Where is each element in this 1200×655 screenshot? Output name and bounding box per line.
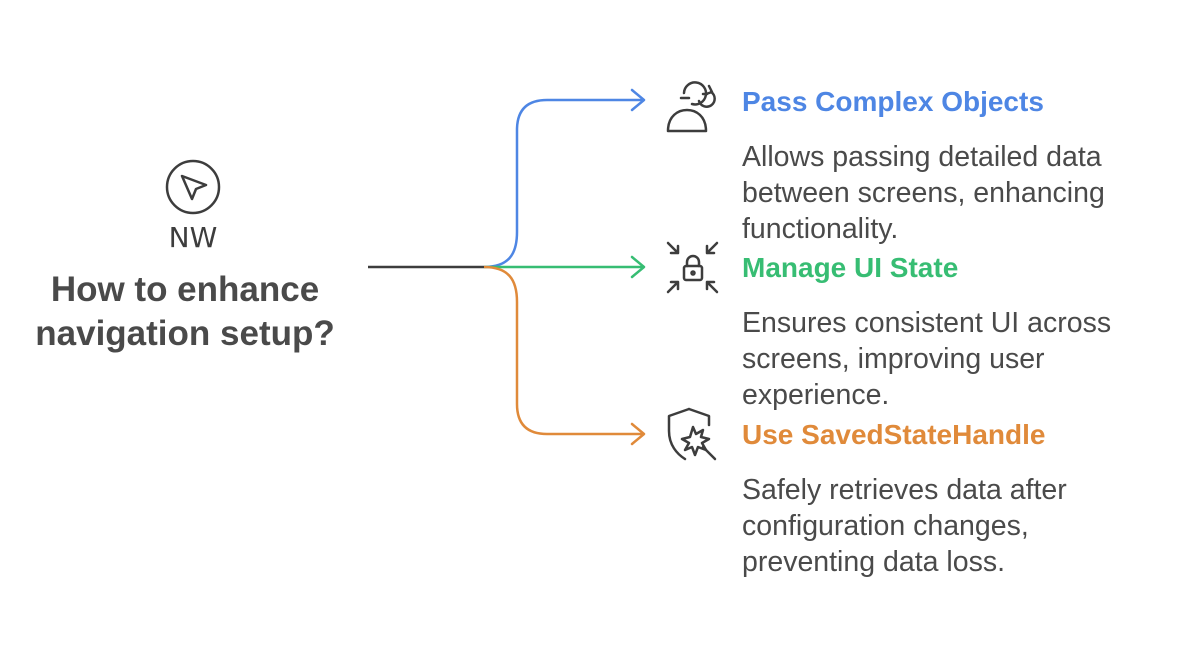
connector-pass-complex-objects (483, 98, 644, 269)
branch-title-pass-complex-objects: Pass Complex Objects (742, 86, 1044, 117)
branch-title-manage-ui-state: Manage UI State (742, 252, 959, 283)
person-sync-icon (663, 76, 723, 136)
branch-desc-pass-complex-objects: Allows passing detailed data between scr… (742, 141, 1105, 245)
arrowhead-pass-complex-objects (630, 88, 646, 112)
branch-desc-use-savedstatehandle: Safely retrieves data after configuratio… (742, 474, 1067, 578)
arrowhead-use-savedstatehandle (630, 422, 646, 446)
lock-focus-icon (663, 238, 723, 298)
compass-label: NW (169, 221, 218, 254)
connector-use-savedstatehandle (483, 265, 644, 436)
branch-title-use-savedstatehandle: Use SavedStateHandle (742, 419, 1046, 450)
branch-desc-manage-ui-state: Ensures consistent UI across screens, im… (742, 307, 1112, 411)
compass-icon: NW (163, 159, 223, 254)
arrowhead-manage-ui-state (630, 255, 646, 279)
shield-click-icon (663, 405, 723, 465)
root-question: How to enhance navigation setup? (35, 270, 335, 353)
